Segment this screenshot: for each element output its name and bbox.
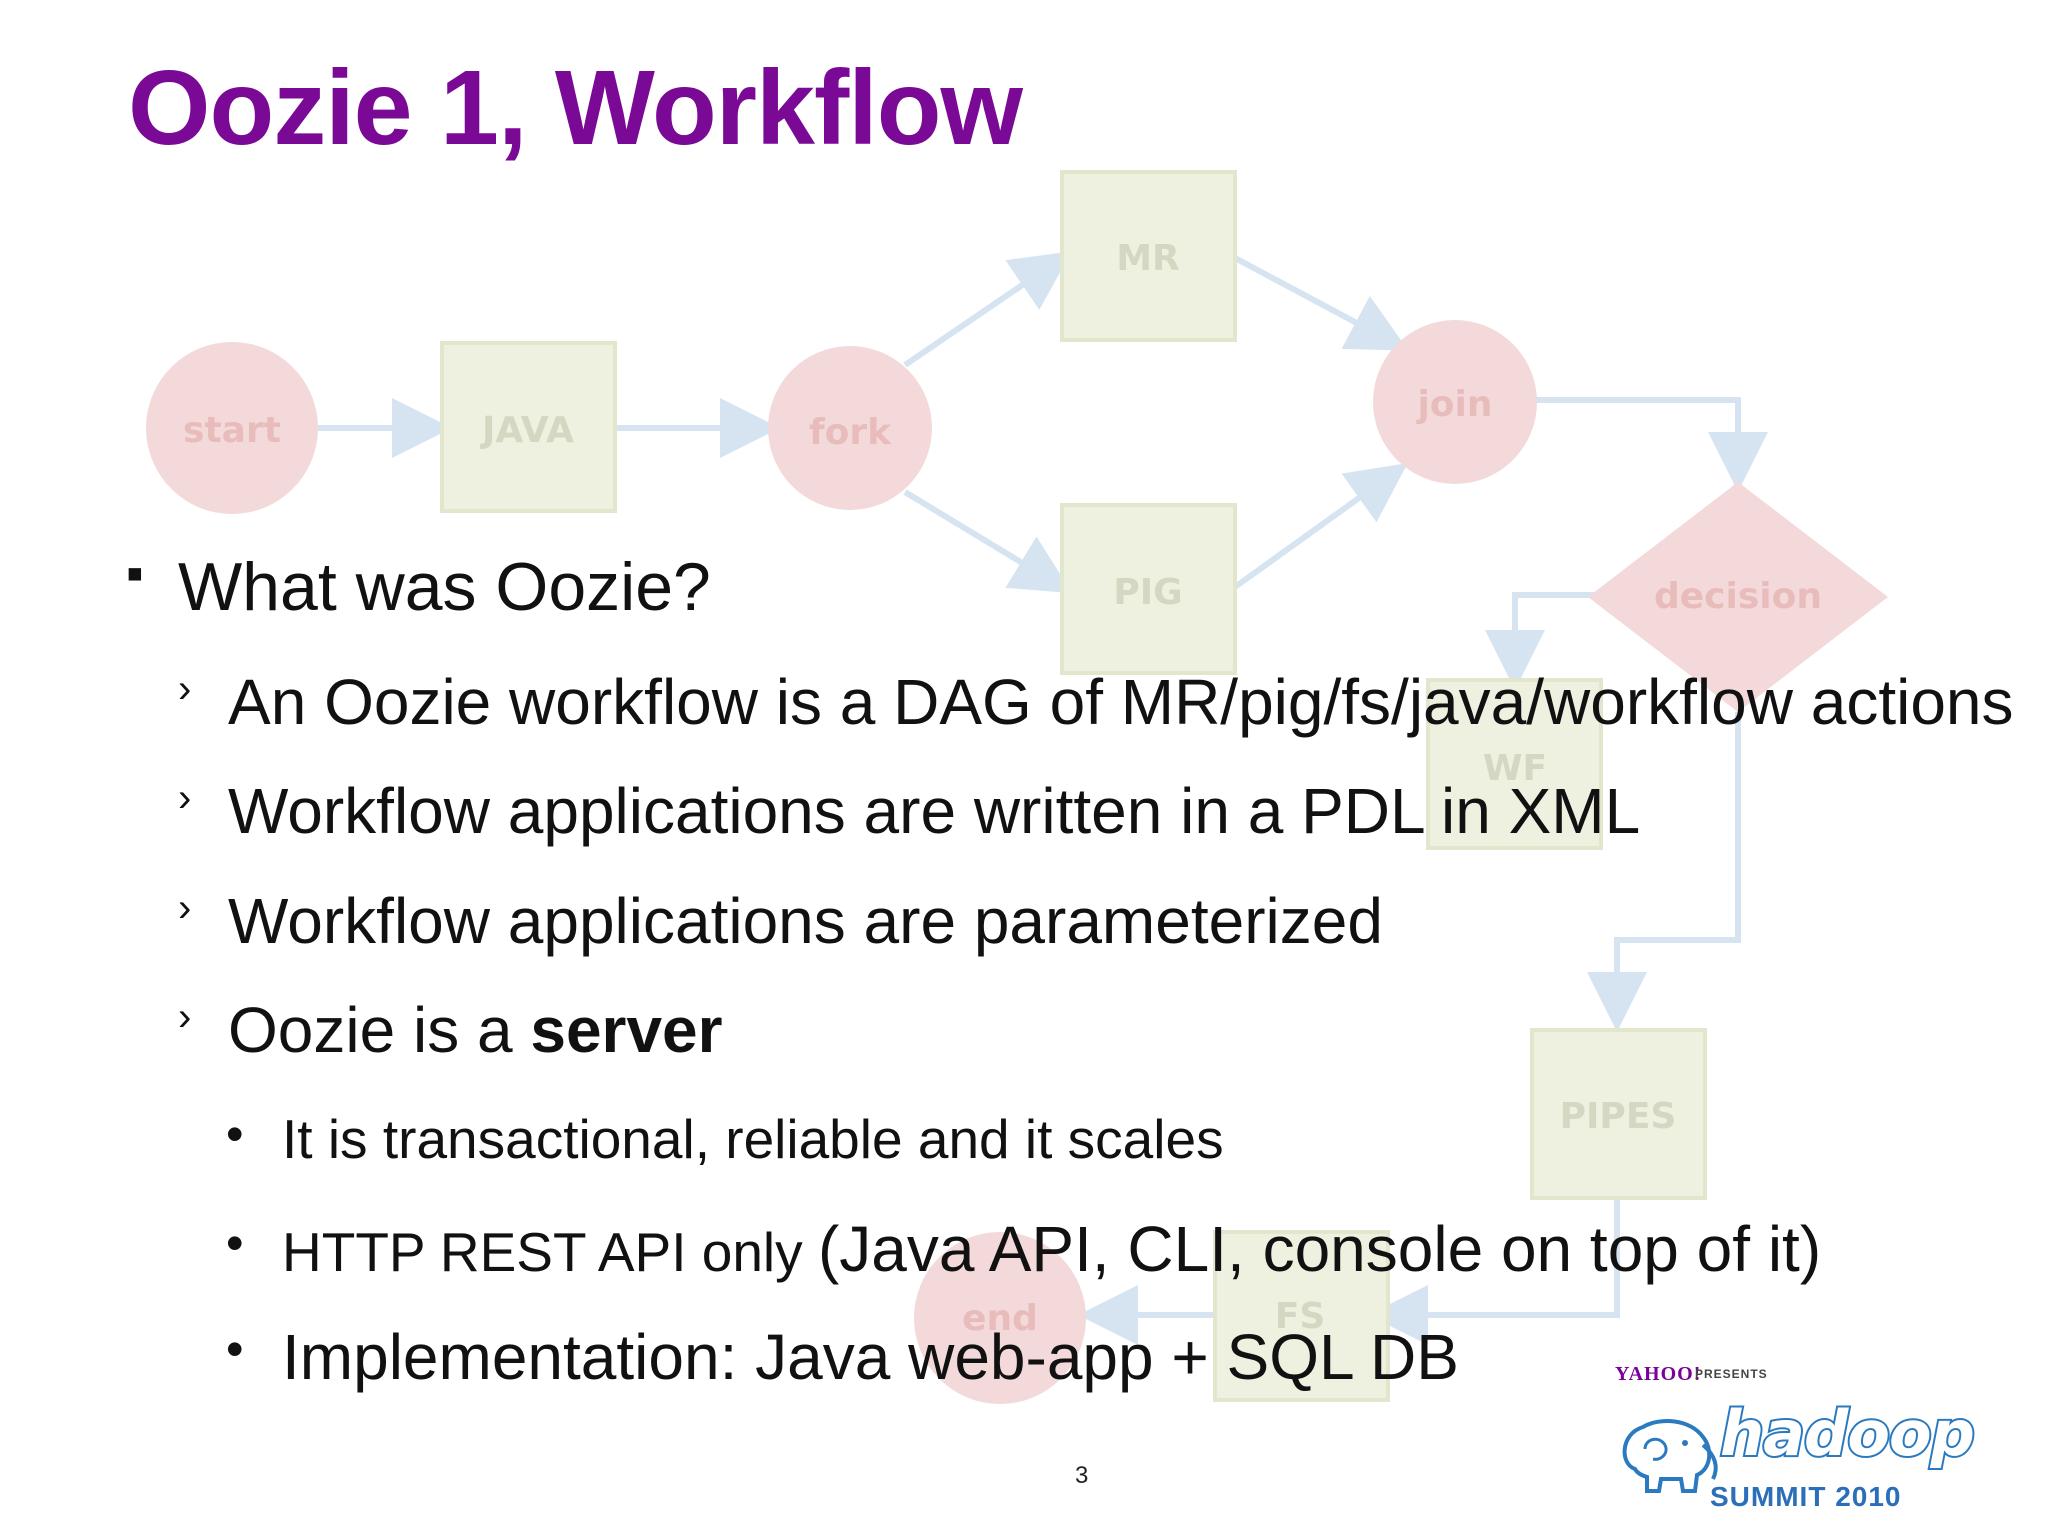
bullet-text: An Oozie workflow is a DAG of MR/pig/fs/…	[228, 666, 2014, 738]
node-pig-label: PIG	[1113, 572, 1182, 613]
chevron-bullet-icon: ›	[178, 995, 192, 1039]
node-pipes-label: PIPES	[1560, 1096, 1677, 1137]
node-fs-shape	[1213, 1230, 1390, 1402]
node-fs-label: FS	[1275, 1296, 1326, 1337]
bullet-text: Workflow applications are written in a P…	[228, 775, 1641, 847]
bullet-text: HTTP REST API only	[282, 1221, 818, 1283]
node-pig-shape	[1060, 503, 1237, 675]
edge-mr-join	[1233, 255, 1409, 351]
dot-bullet-icon: •	[226, 1321, 244, 1377]
node-fork-label: fork	[809, 412, 892, 453]
edge-pipes-fs	[1368, 1195, 1620, 1345]
node-end-shape	[914, 1232, 1086, 1404]
yahoo-logo-text: YAHOO!	[1615, 1363, 1702, 1385]
bullet-text-bold: server	[530, 994, 723, 1066]
node-decision-label: decision	[1654, 576, 1822, 617]
node-join-label: join	[1415, 384, 1492, 425]
bullet-server: › Oozie is a server	[178, 993, 723, 1067]
hadoop-summit-logo: YAHOO! PRESENTS hadoop SUMMIT 2010	[1615, 1357, 2035, 1527]
bullet-text: What was Oozie?	[178, 549, 711, 625]
node-mr-label: MR	[1116, 238, 1180, 279]
bullet-text: Oozie is a	[228, 994, 531, 1066]
bullet-implementation: • Implementation: Java web-app + SQL DB	[226, 1320, 1459, 1394]
elephant-icon	[1622, 1419, 1718, 1493]
node-mr-shape	[1060, 170, 1237, 342]
bullet-text-large: (Java API, CLI, console on top of it)	[817, 1213, 1822, 1285]
node-fork-shape	[768, 346, 932, 510]
chevron-bullet-icon: ›	[178, 886, 192, 930]
bullet-rest-api: • HTTP REST API only (Java API, CLI, con…	[226, 1212, 1822, 1286]
edge-fork-pig	[903, 489, 1073, 594]
presents-text: PRESENTS	[1695, 1367, 1768, 1381]
node-java-label: JAVA	[479, 410, 574, 451]
node-wf-shape	[1426, 678, 1603, 850]
dot-bullet-icon: •	[226, 1106, 244, 1162]
node-join-shape	[1373, 320, 1537, 484]
chevron-bullet-icon: ›	[178, 776, 192, 820]
node-end-label: end	[962, 1298, 1038, 1339]
node-start-shape	[146, 342, 318, 514]
edge-fork-mr	[903, 251, 1072, 368]
node-wf-label: WF	[1483, 748, 1547, 789]
bullet-pdl-xml: › Workflow applications are written in a…	[178, 774, 1641, 848]
page-number: 3	[1075, 1462, 1089, 1489]
edge-decision-wf	[1485, 592, 1595, 690]
square-bullet-icon: ▪	[126, 545, 144, 601]
bullet-text: It is transactional, reliable and it sca…	[282, 1108, 1224, 1170]
bullet-dag: › An Oozie workflow is a DAG of MR/pig/f…	[178, 665, 2014, 739]
edge-join-decision	[1535, 397, 1768, 492]
node-pipes-shape	[1530, 1028, 1707, 1200]
bullet-what-was-oozie: ▪ What was Oozie?	[126, 545, 711, 626]
bullet-text: Workflow applications are parameterized	[228, 885, 1383, 957]
bullet-text: Implementation: Java web-app + SQL DB	[282, 1321, 1459, 1393]
bullet-parameterized: › Workflow applications are parameterize…	[178, 884, 1383, 958]
bullet-transactional: • It is transactional, reliable and it s…	[226, 1106, 1224, 1171]
node-decision-shape	[1588, 482, 1888, 712]
node-java-shape	[440, 341, 617, 513]
edge-pig-join	[1233, 463, 1408, 590]
edge-decision-loop	[1587, 712, 1741, 1032]
slide-title: Oozie 1, Workflow	[128, 49, 1023, 167]
chevron-bullet-icon: ›	[178, 667, 192, 711]
dot-bullet-icon: •	[226, 1215, 244, 1271]
node-start-label: start	[183, 410, 281, 451]
summit-year-text: SUMMIT 2010	[1710, 1481, 1902, 1512]
hadoop-logo-text: hadoop	[1718, 1395, 1977, 1472]
